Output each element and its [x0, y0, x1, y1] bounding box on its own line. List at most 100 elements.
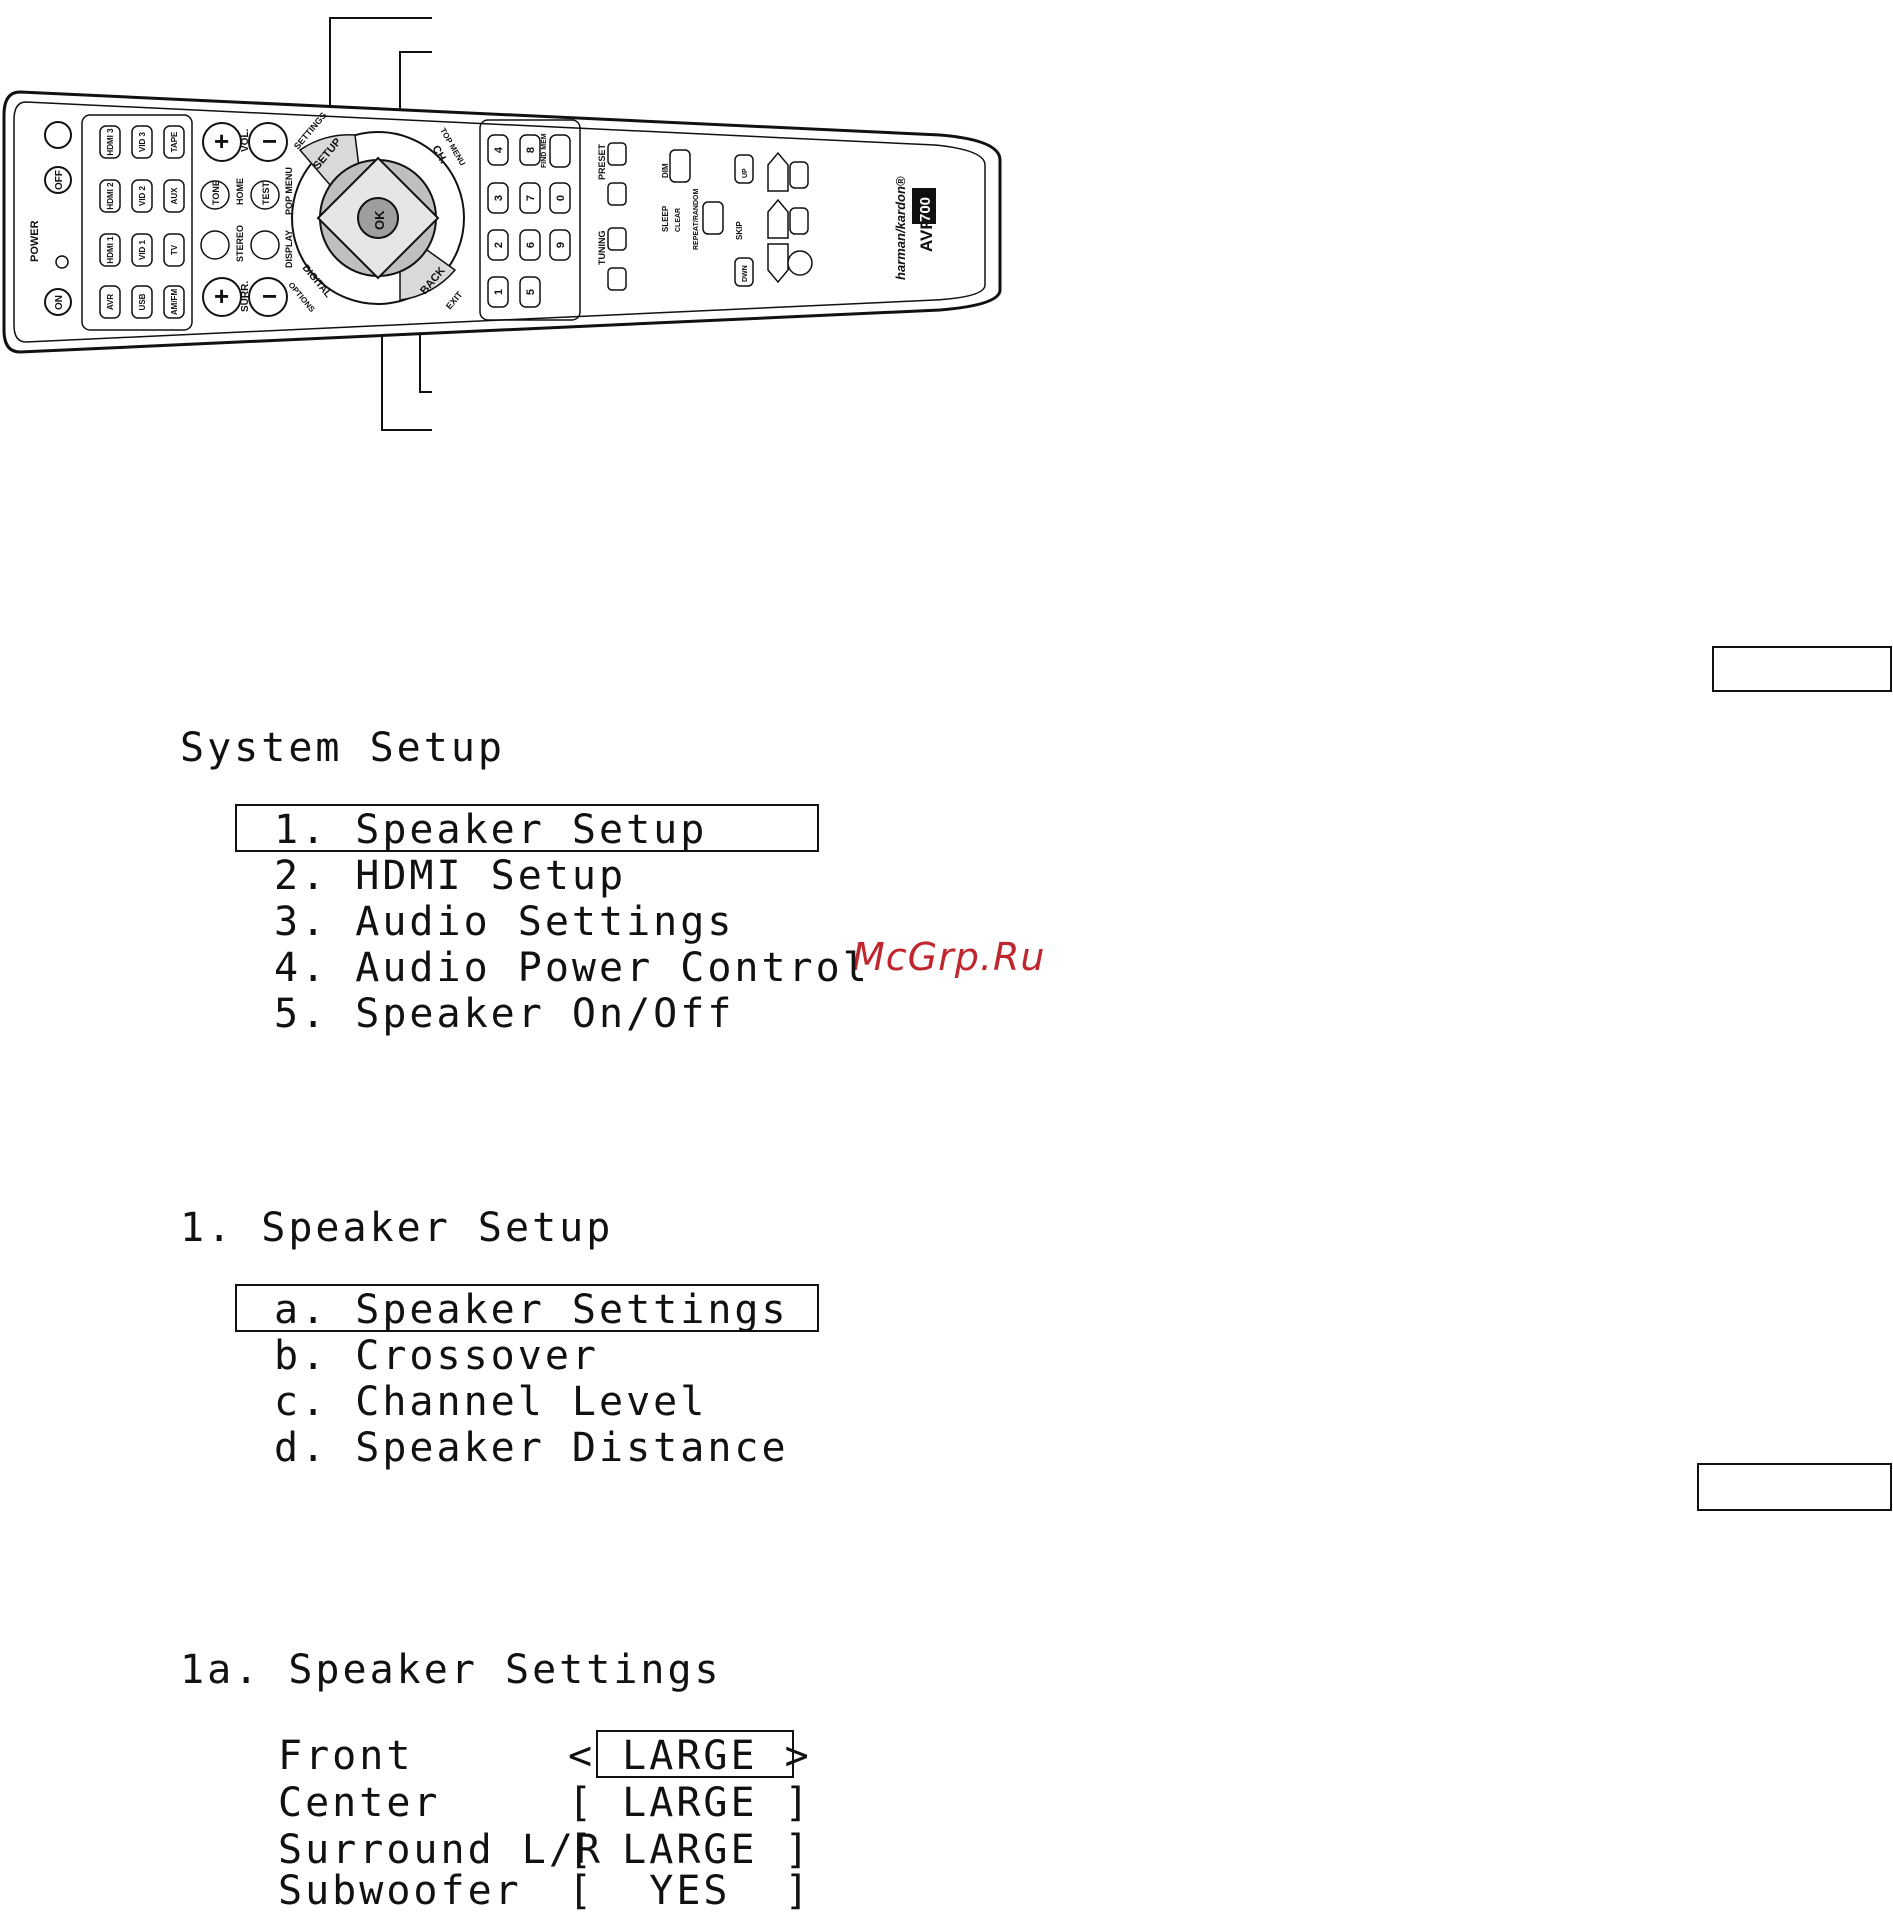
speaker-setup-item-a[interactable]: a. Speaker Settings — [274, 1287, 789, 1333]
speaker-row-front-value[interactable]: < LARGE > — [568, 1733, 812, 1779]
speaker-row-center-value[interactable]: [ LARGE ] — [568, 1780, 812, 1826]
svg-text:−: − — [262, 126, 277, 156]
speaker-setup-item-c[interactable]: c. Channel Level — [274, 1379, 708, 1425]
source-button-vid-1[interactable] — [131, 233, 153, 267]
blank-box-2 — [1697, 1463, 1892, 1511]
system-setup-item-4[interactable]: 4. Audio Power Control — [274, 945, 870, 991]
speaker-row-subwoofer-value[interactable]: [ YES ] — [568, 1868, 812, 1914]
vol-up-button — [202, 122, 242, 162]
preset-label: PRESET — [597, 143, 607, 180]
blank-box-1 — [1712, 646, 1892, 692]
source-button-am-fm[interactable] — [163, 285, 185, 319]
number-key-label: 0 — [555, 195, 567, 201]
source-button-tape[interactable] — [163, 125, 185, 159]
speaker-setup-item-b[interactable]: b. Crossover — [274, 1333, 599, 1379]
surr-up-button — [202, 277, 242, 317]
repeat-random-label: REPEAT/RANDOM — [693, 189, 700, 250]
power-off-button — [44, 166, 72, 194]
source-button-label: HDMI 1 — [106, 236, 115, 264]
stereo-button-right — [250, 230, 280, 260]
sleep-label: SLEEP — [661, 205, 670, 232]
source-button-label: AM/FM — [170, 289, 179, 316]
tone-button — [200, 180, 230, 210]
number-key-8[interactable] — [519, 134, 541, 166]
number-key-6[interactable] — [519, 229, 541, 261]
svg-text:+: + — [214, 126, 229, 156]
source-button-label: TV — [170, 244, 179, 255]
svg-text:+: + — [214, 281, 229, 311]
number-key-5[interactable] — [519, 276, 541, 308]
number-key-7[interactable] — [519, 182, 541, 214]
stop-button — [789, 207, 809, 235]
power-on-button — [44, 288, 72, 316]
test-label: TEST — [261, 181, 271, 205]
skip-label: SKIP — [735, 221, 744, 240]
source-button-vid-3[interactable] — [131, 125, 153, 159]
preset-up-button — [607, 142, 627, 166]
dim-button — [669, 149, 691, 183]
source-button-label: VID 3 — [138, 131, 147, 152]
source-button-hdmi-2[interactable] — [99, 179, 121, 213]
tuning-up-button — [607, 227, 627, 251]
clear-label: CLEAR — [675, 208, 682, 232]
system-setup-item-3[interactable]: 3. Audio Settings — [274, 899, 735, 945]
vol-label: VOL. — [240, 128, 251, 152]
system-setup-item-5[interactable]: 5. Speaker On/Off — [274, 991, 735, 1037]
source-button-label: TAPE — [170, 131, 179, 152]
number-key-label: 8 — [525, 147, 537, 153]
source-button-label: AUX — [170, 187, 179, 205]
speaker-row-subwoofer-label: Subwoofer — [278, 1868, 522, 1914]
model-label: AVR — [917, 217, 936, 252]
source-button-label: VID 2 — [138, 185, 147, 206]
off-label: OFF — [54, 170, 65, 190]
source-button-usb[interactable] — [131, 285, 153, 319]
source-button-hdmi-1[interactable] — [99, 233, 121, 267]
number-key-label: 1 — [493, 289, 505, 295]
source-button-hdmi-3[interactable] — [99, 125, 121, 159]
svg-text:−: − — [262, 281, 277, 311]
skip-up-button — [734, 154, 754, 184]
skip-down-button — [734, 257, 754, 287]
front-value-selection-box — [596, 1730, 794, 1778]
surr-label: SURR. — [240, 281, 251, 312]
brand-label: harman/kardon® — [893, 176, 908, 280]
number-key-9[interactable] — [549, 229, 571, 261]
number-key-3[interactable] — [487, 182, 509, 214]
system-setup-item-1[interactable]: 1. Speaker Setup — [274, 807, 708, 853]
system-setup-item-2[interactable]: 2. HDMI Setup — [274, 853, 627, 899]
source-button-vid-2[interactable] — [131, 179, 153, 213]
watermark: McGrp.Ru — [852, 935, 1046, 979]
up-label: UP — [742, 168, 749, 178]
ok-label: OK — [372, 210, 387, 230]
find-mem-label: FIND MEM — [541, 133, 548, 168]
speaker-row-center-label: Center — [278, 1780, 441, 1826]
play-button — [767, 198, 789, 239]
dwn-label: DWN — [742, 265, 749, 282]
number-key-label: 4 — [493, 146, 505, 153]
speaker-row-surround-value[interactable]: [ LARGE ] — [568, 1827, 812, 1873]
source-button-tv[interactable] — [163, 233, 185, 267]
tone-label: TONE — [211, 180, 221, 205]
eject-button — [787, 250, 813, 276]
surr-down-button — [248, 277, 288, 317]
source-button-avr[interactable] — [99, 285, 121, 319]
remote-body — [2, 90, 1002, 354]
number-key-label: 5 — [525, 289, 537, 295]
display-label: DISPLAY — [284, 230, 294, 268]
source-button-aux[interactable] — [163, 179, 185, 213]
model-number: 700 — [917, 197, 934, 222]
rewind-button — [767, 243, 789, 284]
number-key-label: 2 — [493, 242, 505, 248]
speaker-setup-item-d[interactable]: d. Speaker Distance — [274, 1425, 789, 1471]
number-key-2[interactable] — [487, 229, 509, 261]
mute-button — [44, 121, 72, 149]
number-key-4[interactable] — [487, 134, 509, 166]
on-label: ON — [54, 295, 65, 310]
clear-button — [702, 201, 724, 235]
number-key-0[interactable] — [549, 182, 571, 214]
power-indicator — [55, 255, 69, 269]
number-key-1[interactable] — [487, 276, 509, 308]
test-button — [250, 180, 280, 210]
mem-button[interactable] — [549, 134, 571, 168]
